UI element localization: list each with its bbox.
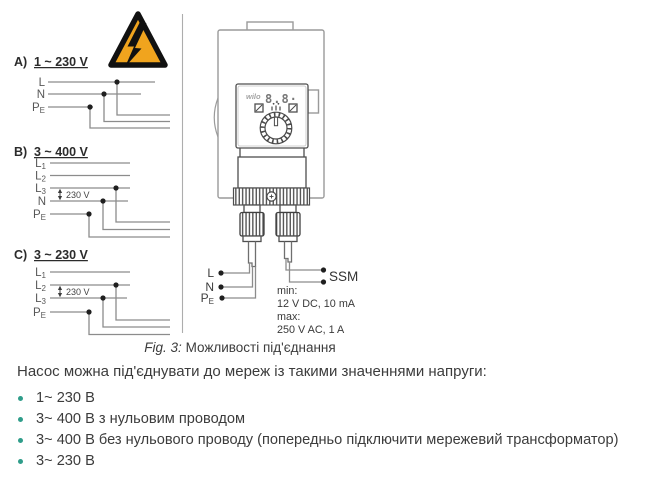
- bullet-dot: [18, 438, 23, 443]
- terminal-label-l: L: [207, 266, 214, 280]
- bullet-item: 3~ 230 В: [17, 451, 618, 472]
- knob-tick-ring: [260, 112, 292, 144]
- arrow-down-icon: [57, 196, 63, 201]
- arrow-up-icon: [57, 285, 63, 290]
- ssm-cable: [283, 241, 293, 263]
- phase-label-l1: L1: [35, 267, 46, 280]
- section-a-diagram: A) 1 ~ 230 V L N PE: [14, 55, 170, 129]
- wire-n: [223, 266, 254, 288]
- panel-icon-left-glyph: [255, 104, 263, 112]
- bullet-dot: [18, 417, 23, 422]
- terminal-dot-l: [218, 270, 224, 276]
- terminal-dot-pe: [219, 295, 225, 301]
- bullet-dot: [18, 459, 23, 464]
- junction-dot: [100, 295, 106, 301]
- voltage-span-label: 230 V: [66, 287, 90, 297]
- wire-branch: [102, 298, 170, 328]
- wire-branch: [115, 188, 170, 223]
- section-a-label: A): [14, 55, 27, 69]
- phase-label-l2: L2: [35, 171, 46, 184]
- wire-ssm-1: [285, 258, 322, 271]
- junction-dot: [86, 309, 92, 315]
- lightning-bolt-icon: [125, 20, 147, 67]
- section-c-label: C): [14, 248, 27, 262]
- phase-label-n: N: [37, 89, 45, 101]
- wire-branch: [116, 82, 170, 116]
- seven-segment-display: 8.8·: [265, 92, 298, 106]
- terminal-label-n: N: [205, 280, 214, 294]
- connection-terminals: L N PE SSM min: 12 V DC, 10 mA max: 250 …: [201, 258, 358, 336]
- phase-label-pe: PE: [32, 102, 45, 115]
- section-c-diagram: C) 3 ~ 230 V L1 L2 L3 PE 230 V: [14, 248, 170, 336]
- wire-branch: [103, 94, 170, 123]
- section-b-diagram: B) 3 ~ 400 V L1 L2 L3 N PE 230 V: [14, 145, 170, 238]
- rating-max-value: 250 V AC, 1 A: [277, 324, 345, 336]
- bullet-dot: [18, 396, 23, 401]
- arrow-down-icon: [57, 293, 63, 298]
- junction-dot: [100, 198, 106, 204]
- phase-label-l: L: [39, 77, 46, 89]
- wire-ssm-2: [288, 262, 322, 283]
- module-top-tab: [246, 21, 294, 32]
- terminal-label-pe: PE: [201, 291, 214, 306]
- pump-control-module: wilo 8.8·: [213, 21, 325, 268]
- wire-branch: [115, 285, 170, 321]
- ssm-label: SSM: [329, 269, 358, 284]
- ssm-dot-2: [320, 279, 327, 285]
- warning-triangle-icon: [108, 11, 168, 68]
- bullet-item: 3~ 400 В без нульового проводу (попередн…: [17, 430, 618, 451]
- bullet-item: 1~ 230 В: [17, 388, 618, 409]
- figure-caption: Fig. 3: Можливості під'єднання: [0, 340, 480, 355]
- terminal-dot-n: [218, 284, 224, 290]
- phase-label-n: N: [38, 196, 46, 208]
- housing-left-bulge: [213, 97, 219, 138]
- control-knob: [259, 111, 293, 145]
- figure-caption-prefix: Fig. 3:: [144, 340, 182, 355]
- knob-scale-ticks: [271, 102, 281, 111]
- junction-dot: [87, 104, 93, 110]
- phase-label-l3: L3: [35, 293, 46, 306]
- junction-dot: [113, 185, 119, 191]
- rating-min-label: min:: [277, 285, 297, 297]
- junction-dot: [86, 211, 92, 217]
- module-side-tab: [307, 89, 320, 114]
- phase-label-l3: L3: [35, 183, 46, 196]
- cable-gland-right: [275, 204, 301, 243]
- control-panel-inner: [237, 85, 307, 147]
- figure-3-diagram: A) 1 ~ 230 V L N PE B) 3 ~ 400 V L1 L2 L…: [14, 11, 358, 336]
- wire-branch: [102, 201, 170, 231]
- rating-min-value: 12 V DC, 10 mA: [277, 298, 356, 310]
- section-a-voltage: 1 ~ 230 V: [34, 55, 89, 69]
- wire-branch: [88, 214, 170, 238]
- power-cable: [247, 241, 257, 268]
- section-c-voltage: 3 ~ 230 V: [34, 248, 89, 262]
- arrow-up-icon: [57, 188, 63, 193]
- phase-label-pe: PE: [33, 209, 46, 222]
- intro-text: Насос можна під'єднувати до мереж із так…: [17, 363, 487, 380]
- cable-gland-left: [239, 204, 265, 243]
- junction-dot: [113, 282, 119, 288]
- bullet-item: 3~ 400 В з нульовим проводом: [17, 409, 618, 430]
- phase-label-l1: L1: [35, 158, 46, 171]
- terminal-box: [237, 156, 307, 189]
- knob-pointer: [273, 116, 279, 127]
- wire-pe: [224, 266, 257, 299]
- section-b-label: B): [14, 145, 27, 159]
- junction-dot: [114, 79, 120, 85]
- wire-l: [223, 263, 251, 274]
- voltage-span-label: 230 V: [66, 190, 90, 200]
- ssm-dot-1: [320, 267, 327, 273]
- rating-max-label: max:: [277, 311, 300, 323]
- section-b-voltage: 3 ~ 400 V: [34, 145, 89, 159]
- wire-branch: [89, 107, 170, 129]
- junction-dot: [101, 91, 107, 97]
- wilo-logo: wilo: [246, 92, 261, 101]
- voltage-list: 1~ 230 В 3~ 400 В з нульовим проводом 3~…: [17, 388, 618, 472]
- phase-label-l2: L2: [35, 280, 46, 293]
- figure-caption-text: Можливості під'єднання: [185, 340, 336, 355]
- wire-branch: [88, 312, 170, 336]
- panel-icon-right-glyph: [289, 104, 297, 112]
- phase-label-pe: PE: [33, 307, 46, 320]
